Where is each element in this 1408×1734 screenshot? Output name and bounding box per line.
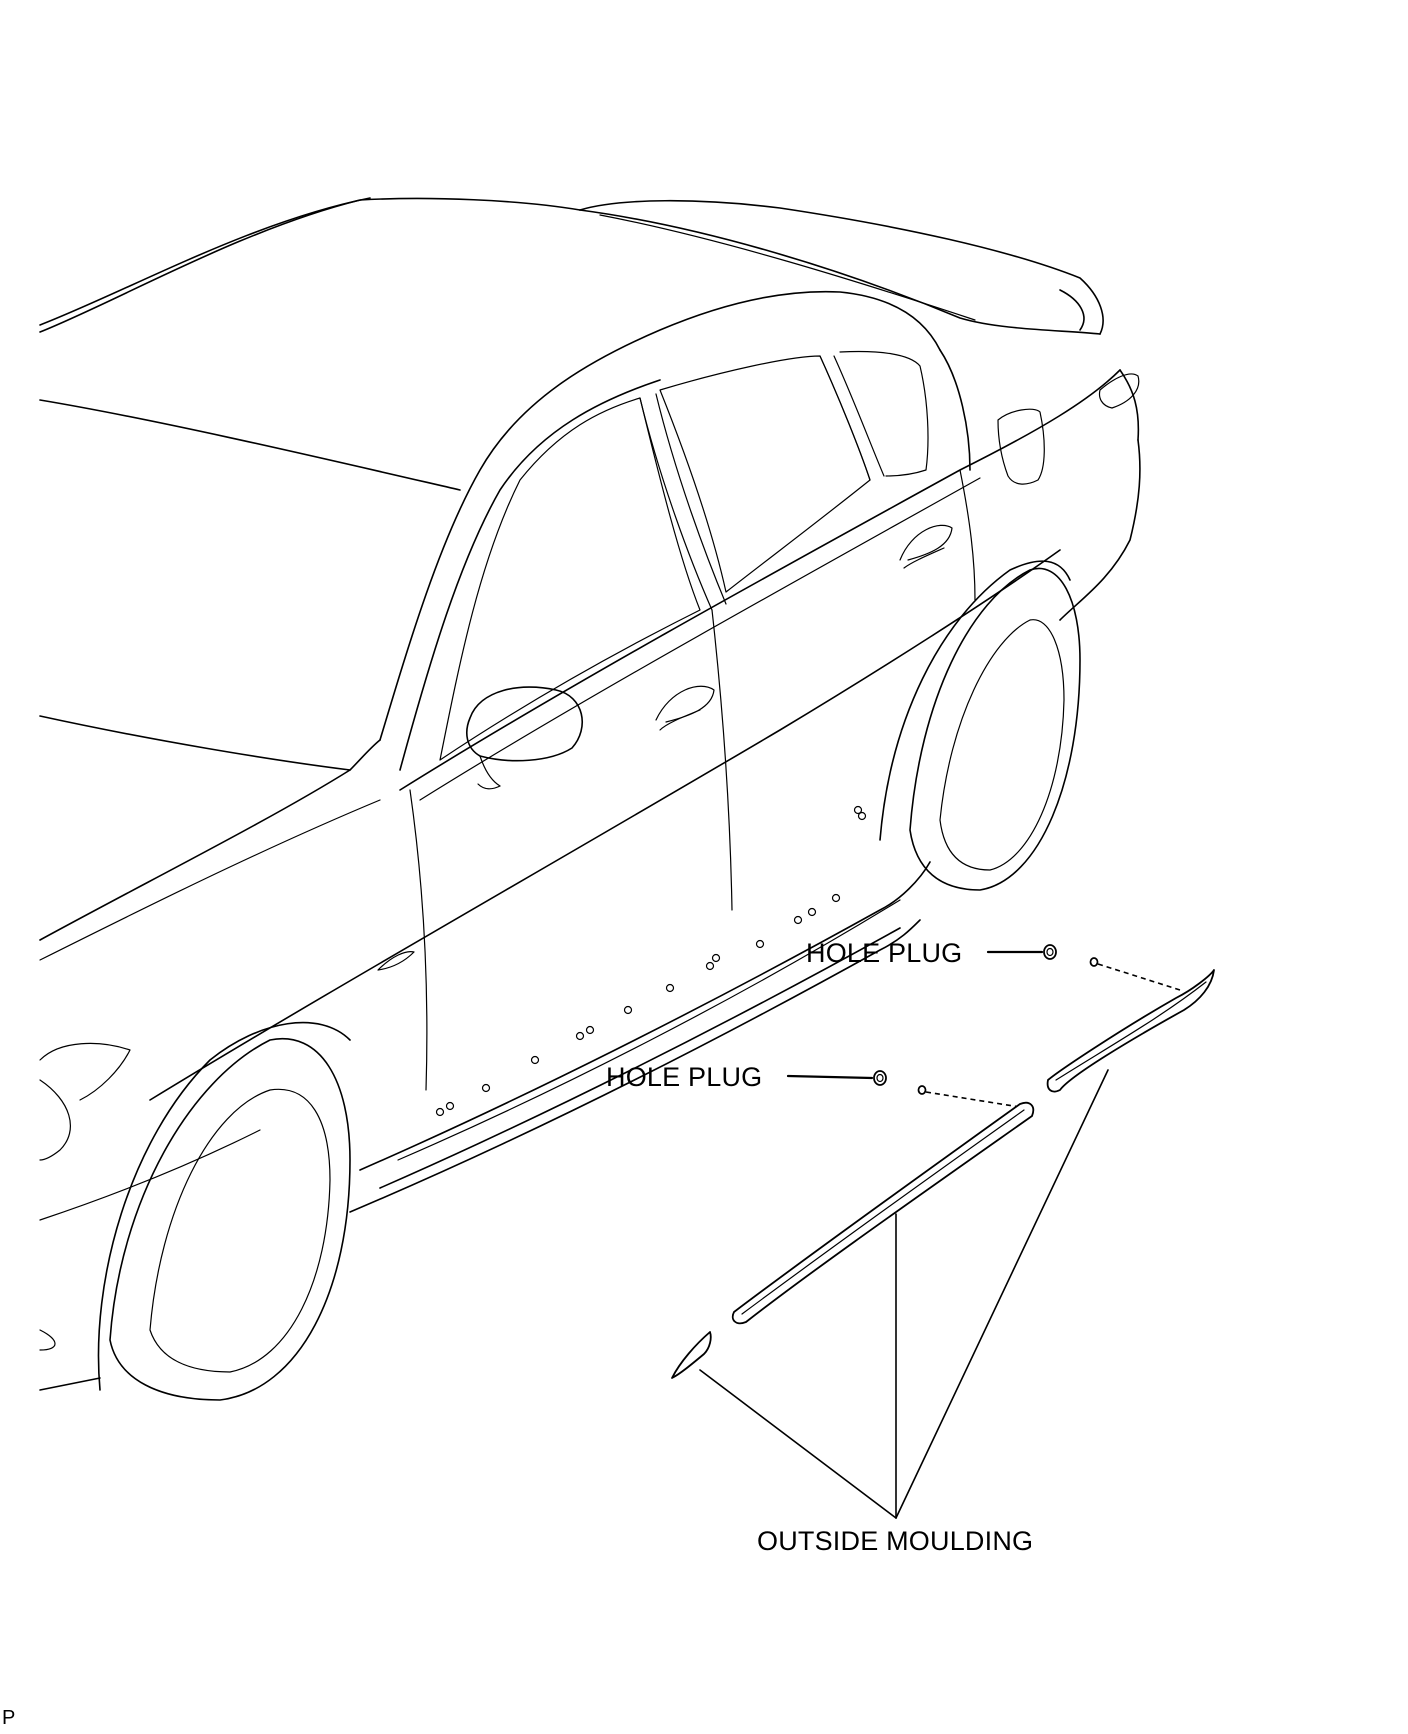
hole-plug-upper-label: HOLE PLUG: [806, 938, 963, 968]
door-handles: [655, 524, 953, 731]
figure-code-label: P: [2, 1707, 16, 1729]
car-roof: [39, 197, 1104, 335]
rear-wheel: [879, 560, 1081, 891]
hole-plug-lower-part: [873, 1070, 927, 1095]
tail-lamp: [1059, 369, 1141, 621]
hole-plug-upper-part: [1043, 944, 1099, 967]
hole-plug-lower-label: HOLE PLUG: [606, 1062, 763, 1092]
car-hood: [39, 399, 461, 941]
outside-moulding-label: OUTSIDE MOULDING: [757, 1526, 1034, 1556]
front-wheel: [97, 1021, 351, 1401]
car-body-side: [39, 369, 1121, 1213]
car-greenhouse: [379, 290, 971, 771]
rocker-clip-holes: [435, 805, 867, 1117]
front-fascia: [39, 1042, 261, 1391]
outside-moulding-rear: [1046, 969, 1215, 1093]
outside-moulding-middle: [731, 1101, 1035, 1325]
outside-moulding-front: [671, 1331, 712, 1379]
side-mirror: [466, 686, 584, 790]
leader-lines: [699, 950, 1181, 1519]
fuel-door: [997, 408, 1045, 485]
